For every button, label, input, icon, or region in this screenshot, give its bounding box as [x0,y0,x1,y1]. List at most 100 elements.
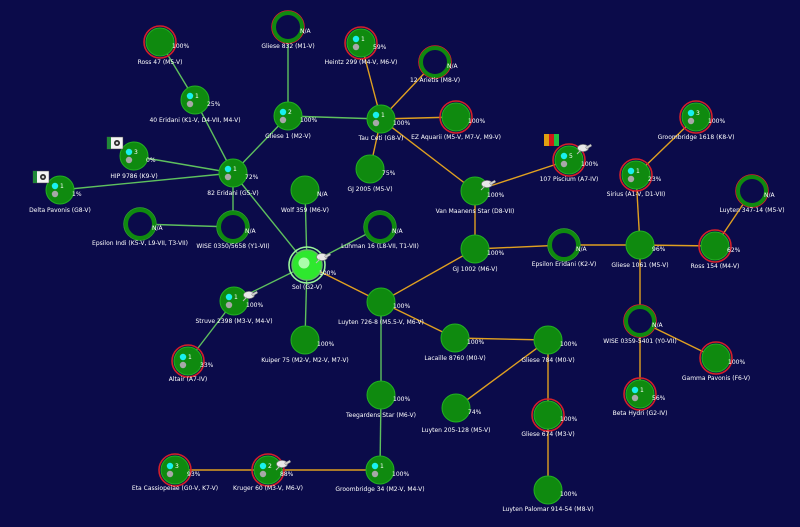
planet-disc [681,102,711,132]
hostile-ring [619,158,653,192]
system-percentage: 100% [467,339,484,346]
star-system-luytenpalomar[interactable]: 100%Luyten Palomar 914-54 (M8-V) [502,475,594,513]
colony-count: 5 [569,153,573,160]
system-label: 40 Eridani (K1-V, D4-VII, M4-V) [149,117,240,124]
star-system-hip9786[interactable]: 30%HIP 9786 (K9-V) [110,141,158,180]
starship-icon[interactable] [275,459,292,471]
system-label: GJ 2005 (M5-V) [347,186,392,193]
star-system-gliese674[interactable]: 100%Gliese 674 (M3-V) [521,398,577,438]
colony-marker [352,35,360,43]
system-label: 82 Eridani (G5-V) [207,190,258,197]
system-label: Gliese 832 (M1-V) [261,43,314,50]
flag-icon[interactable] [32,170,50,184]
planet-disc [533,325,563,355]
planet-disc [273,101,303,131]
star-system-gj2005[interactable]: 75%GJ 2005 (M5-V) [347,154,396,193]
system-label: Struve 2398 (M3-V, M4-V) [195,318,272,325]
system-label: Sol (G2-V) [292,284,322,291]
starship-icon[interactable] [480,179,497,191]
planet-disc [554,145,584,175]
planet-disc [700,231,730,261]
starship-icon[interactable] [242,290,259,302]
system-percentage: N/A [392,228,404,235]
system-percentage: 100% [393,120,410,127]
star-system-kruger60[interactable]: 288%Kruger 60 (M3-V, M6-V) [233,453,303,492]
star-system-ross47[interactable]: 100%Ross 47 (M5-V) [138,25,190,66]
star-system-gliese784[interactable]: 100%Gliese 784 (M0-V) [521,325,577,364]
colony-count: 3 [175,463,179,470]
star-system-eridani82[interactable]: 172%82 Eridani (G5-V) [207,158,259,197]
starship-icon[interactable] [315,252,332,264]
system-label: Luyten 726-8 (M5.5-V, M6-V) [338,319,424,326]
star-system-gliese1061[interactable]: 96%Gliese 1061 (M5-V) [611,230,669,269]
jump-links [59,27,753,490]
colony-count: 3 [134,149,138,156]
outpost-marker [371,470,379,478]
planet-disc [346,28,376,58]
star-system-luhman16[interactable]: N/A Luhman 16 (L8-VII, T1-VII) [341,210,419,250]
flag-icon[interactable] [106,136,124,150]
outpost-marker [372,119,380,127]
star-system-ezaquarii[interactable]: 100%EZ Aquarii (M5-V, M7-V, M9-V) [411,100,501,141]
system-label: Luhman 16 (L8-VII, T1-VII) [341,243,419,250]
star-system-lacaille8760[interactable]: 100% Lacaille 8760 (M0-V) [424,323,486,362]
star-system-etacass[interactable]: 393%Eta Cassiopeiae (G0-V, K7-V) [132,453,218,492]
star-system-luyten205[interactable]: 74%Luyten 205-128 (M5-V) [422,393,491,434]
star-system-deltapavonis[interactable]: 11%Delta Pavonis (G8-V) [29,175,91,214]
planet-disc [366,380,396,410]
planet-disc [124,208,156,240]
colony-count: 2 [268,463,272,470]
colony-count: 3 [696,110,700,117]
planet-disc [366,287,396,317]
system-label: Epsilon Indi (K5-V, L9-VII, T3-VII) [92,240,188,247]
star-system-gammapavonis[interactable]: 100%Gamma Pavonis (F6-V) [682,341,750,382]
star-system-sirius[interactable]: 123%Sirius (A1-V, D1-VII) [607,158,666,198]
jump-link-gliese1-tauceti [287,115,382,120]
star-system-betahydri[interactable]: 156%Beta Hydri (G2-IV) [613,377,668,417]
colony-marker [371,462,379,470]
system-label: Lacaille 8760 (M0-V) [424,355,485,362]
system-label: Gliese 1 (M2-V) [265,133,311,140]
star-system-gj1002[interactable]: 100%GJ 1002 (M6-V) [452,234,504,273]
star-system-kuiper75[interactable]: 100%Kuiper 75 (M2-V, M2-V, M7-V) [261,325,349,364]
star-system-arietis[interactable]: N/A12 Arietis (M8-V) [410,45,460,84]
star-system-sol[interactable]: 100%Sol (G2-V) [288,246,336,291]
system-percentage: 56% [652,395,666,402]
star-system-ross154[interactable]: 62%Ross 154 (M4-V) [691,229,741,270]
colony-count: 1 [380,463,384,470]
star-system-altair[interactable]: 133%Altair (A7-IV) [169,344,214,383]
colony-count: 1 [60,183,64,190]
star-system-teegarden[interactable]: 100%Teegardens Star (M6-V) [345,380,416,419]
starship-icon[interactable] [576,143,593,155]
jump-link-sol-eridani82 [232,172,308,266]
star-system-vanmaanen[interactable]: 100%Van Maanens Star (D8-VII) [436,176,515,215]
colony-marker [225,293,233,301]
star-system-eridani40[interactable]: 125%40 Eridani (K1-V, D4-VII, M4-V) [149,85,241,124]
planet-disc [419,46,451,78]
system-label: Gliese 1061 (M5-V) [611,262,668,269]
system-label: Van Maanens Star (D8-VII) [436,208,515,215]
flag-icon[interactable] [544,134,559,146]
system-label: GJ 1002 (M6-V) [452,266,497,273]
star-system-luyten726[interactable]: 100%Luyten 726-8 (M5.5-V, M6-V) [338,287,424,326]
star-system-heintz299[interactable]: 159%Heintz 299 (M4-V, M6-V) [325,26,398,66]
colony-count: 1 [381,112,385,119]
home-ring [288,246,326,284]
planet-disc [219,286,249,316]
system-percentage: 100% [728,359,745,366]
